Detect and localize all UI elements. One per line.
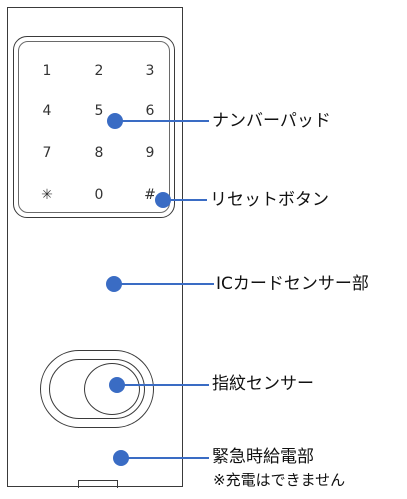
key-3[interactable]: 3 <box>145 63 155 79</box>
callout-line-reset-button <box>163 199 207 201</box>
key-5[interactable]: 5 <box>94 103 104 119</box>
callout-line-emergency-power <box>121 457 209 459</box>
fingerprint-sensor-pad[interactable] <box>84 363 140 415</box>
key-8[interactable]: 8 <box>94 145 104 161</box>
fingerprint-sensor-bezel <box>49 359 145 419</box>
label-reset-button: リセットボタン <box>210 190 329 210</box>
label-emergency-power: 緊急時給電部 <box>212 447 314 467</box>
callout-line-number-pad <box>115 120 209 122</box>
key-2[interactable]: 2 <box>94 63 104 79</box>
callout-line-fingerprint-sensor <box>117 384 209 386</box>
key-1[interactable]: 1 <box>42 63 52 79</box>
label-charging-note: ※充電はできません <box>213 471 346 489</box>
number-pad: 1 2 3 4 5 6 7 8 9 ✳ 0 # <box>13 36 175 218</box>
number-pad-frame <box>18 41 170 213</box>
key-6[interactable]: 6 <box>145 103 155 119</box>
key-asterisk[interactable]: ✳ <box>41 187 53 203</box>
key-hash[interactable]: # <box>144 187 156 203</box>
key-9[interactable]: 9 <box>145 145 155 161</box>
callout-line-ic-card-sensor <box>114 283 214 285</box>
key-7[interactable]: 7 <box>42 145 52 161</box>
emergency-power-port <box>78 480 118 488</box>
key-4[interactable]: 4 <box>42 103 52 119</box>
smart-lock-device: 1 2 3 4 5 6 7 8 9 ✳ 0 # <box>7 7 183 488</box>
fingerprint-sensor-housing <box>40 350 154 428</box>
label-ic-card-sensor: ICカードセンサー部 <box>216 274 369 294</box>
key-0[interactable]: 0 <box>94 187 104 203</box>
label-number-pad: ナンバーパッド <box>212 111 331 131</box>
label-fingerprint-sensor: 指紋センサー <box>212 374 314 394</box>
